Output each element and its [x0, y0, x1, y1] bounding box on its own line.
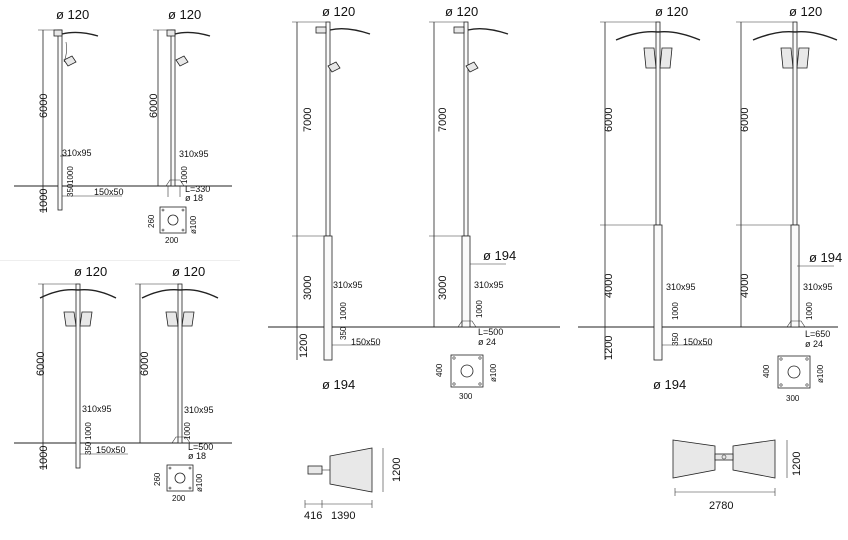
- pole-h: ø 120 6000 4000 ø 194 310x95 1000 L=650 …: [736, 4, 842, 403]
- pole-a-height: 6000: [38, 94, 50, 118]
- pole-e-door-height: 1000: [339, 302, 348, 320]
- pole-b-anchor-length: L=330: [185, 184, 210, 194]
- pole-d-door-size: 310x95: [184, 405, 214, 415]
- pole-h-plate-hole: ø100: [816, 364, 825, 383]
- pole-d-plate-width: 200: [172, 494, 186, 503]
- pole-h-door-size: 310x95: [803, 282, 833, 292]
- pole-g-cable-slot: 150x50: [683, 337, 713, 347]
- pole-h-plate-height: 400: [762, 364, 771, 378]
- pole-h-anchor-diameter: ø 24: [805, 339, 823, 349]
- pole-e-upper-height: 7000: [302, 108, 314, 132]
- pole-c: ø 120 6000 1000 310x95 1000 350 150x50: [0, 260, 240, 470]
- pole-f-door-size: 310x95: [474, 280, 504, 290]
- pole-a: ø 120 6000 1000 310x95 1000 350 150x50: [14, 7, 124, 213]
- luminaire-length: 1390: [331, 510, 355, 522]
- pole-f-base-diameter: ø 194: [483, 248, 516, 263]
- pole-g-door-height: 1000: [671, 302, 680, 320]
- pole-d: ø 120 6000 310x95 1000 L=500 ø 18 260 20…: [120, 264, 232, 503]
- luminaire-width: 1200: [391, 458, 403, 482]
- pole-e-base-diameter: ø 194: [322, 377, 355, 392]
- pole-b-top-diameter: ø 120: [168, 7, 201, 22]
- pole-d-door-height: 1000: [183, 422, 192, 440]
- pole-e-top-diameter: ø 120: [322, 4, 355, 19]
- pole-e-lower-height: 3000: [302, 276, 314, 300]
- pole-d-top-diameter: ø 120: [172, 264, 205, 279]
- pole-f-plate-height: 400: [435, 363, 444, 377]
- pole-e: ø 120 7000 3000 1200 310x95 1000 350 150…: [292, 4, 381, 392]
- pole-c-door-height: 1000: [84, 422, 93, 440]
- pole-b-plate-width: 200: [165, 236, 179, 245]
- pole-g-upper-height: 6000: [603, 108, 615, 132]
- pole-b-door-size: 310x95: [179, 149, 209, 159]
- luminaire-span: 2780: [709, 500, 733, 512]
- pole-h-anchor-length: L=650: [805, 329, 830, 339]
- pole-h-plate-width: 300: [786, 394, 800, 403]
- pole-b-height: 6000: [148, 94, 160, 118]
- luminaire-double-width: 1200: [791, 452, 803, 476]
- pole-b-door-height: 1000: [180, 166, 189, 184]
- pole-e-350: 350: [339, 326, 348, 340]
- pole-e-depth: 1200: [298, 334, 310, 358]
- pole-h-door-height: 1000: [805, 302, 814, 320]
- pole-g-base-diameter: ø 194: [653, 377, 686, 392]
- pole-b-anchor-diameter: ø 18: [185, 193, 203, 203]
- pole-d-height: 6000: [139, 352, 151, 376]
- pole-f-top-diameter: ø 120: [445, 4, 478, 19]
- pole-f-lower-height: 3000: [437, 276, 449, 300]
- pole-a-cable-slot: 150x50: [94, 187, 124, 197]
- pole-d-plate-hole: ø100: [195, 473, 204, 492]
- pole-e-door-size: 310x95: [333, 280, 363, 290]
- pole-f-upper-height: 7000: [437, 108, 449, 132]
- pole-e-cable-slot: 150x50: [351, 337, 381, 347]
- pole-h-top-diameter: ø 120: [789, 4, 822, 19]
- pole-f-plate-width: 300: [459, 392, 473, 401]
- pole-c-door-size: 310x95: [82, 404, 112, 414]
- pole-g-350: 350: [671, 332, 680, 346]
- pole-f-anchor-length: L=500: [478, 327, 503, 337]
- pole-b-plate-hole: ø100: [189, 215, 198, 234]
- pole-f-anchor-diameter: ø 24: [478, 337, 496, 347]
- pole-a-depth: 1000: [38, 189, 50, 213]
- pole-a-350: 350: [66, 183, 75, 197]
- pole-g-door-size: 310x95: [666, 282, 696, 292]
- luminaire-plan-double: 2780 1200: [672, 439, 803, 512]
- pole-g-depth: 1200: [603, 336, 615, 360]
- pole-c-top-diameter: ø 120: [74, 264, 107, 279]
- pole-h-base-diameter: ø 194: [809, 250, 842, 265]
- pole-h-upper-height: 6000: [739, 108, 751, 132]
- pole-b: ø 120 6000 310x95 1000 L=330 ø 18 260 20…: [120, 7, 232, 245]
- pole-d-anchor-diameter: ø 18: [188, 451, 206, 461]
- pole-g-top-diameter: ø 120: [655, 4, 688, 19]
- pole-a-top-diameter: ø 120: [56, 7, 89, 22]
- pole-a-door-size: 310x95: [62, 148, 92, 158]
- pole-g: ø 120 6000 4000 1200 310x95 1000 350 150…: [600, 4, 713, 392]
- pole-a-door-height: 1000: [66, 166, 75, 184]
- pole-c-cable-slot: 150x50: [96, 445, 126, 455]
- pole-h-lower-height: 4000: [739, 274, 751, 298]
- pole-f-plate-hole: ø100: [489, 363, 498, 382]
- luminaire-plan-single: 416 1390 1200: [304, 447, 403, 522]
- pole-c-350: 350: [84, 441, 93, 455]
- luminaire-arm-length: 416: [304, 510, 322, 522]
- pole-b-plate-height: 260: [147, 214, 156, 228]
- pole-d-anchor-length: L=500: [188, 442, 213, 452]
- pole-g-lower-height: 4000: [603, 274, 615, 298]
- pole-d-plate-height: 260: [153, 472, 162, 486]
- pole-f: ø 120 7000 3000 ø 194 310x95 1000 L=500 …: [429, 4, 516, 401]
- pole-c-height: 6000: [35, 352, 47, 376]
- pole-c-depth: 1000: [38, 446, 50, 470]
- pole-f-door-height: 1000: [475, 300, 484, 318]
